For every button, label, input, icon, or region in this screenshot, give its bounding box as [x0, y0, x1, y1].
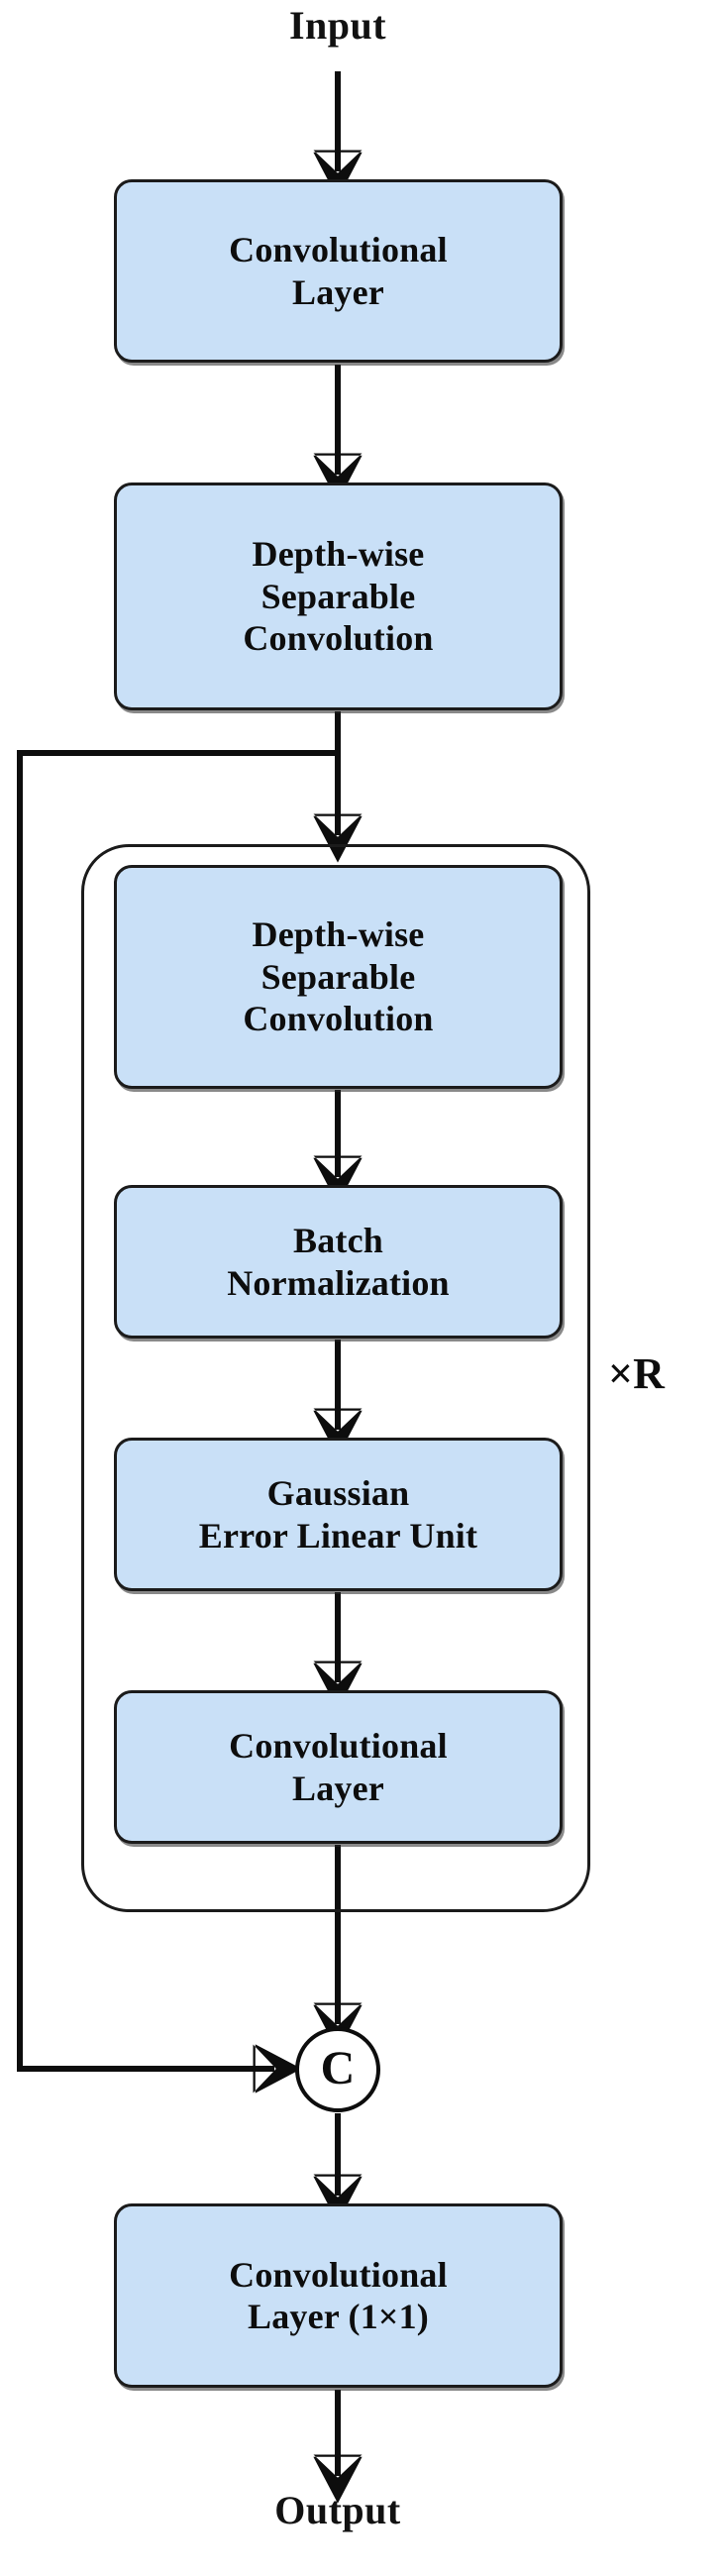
- node-depthwise-separable-convolution-stem[interactable]: Depth-wise Separable Convolution: [114, 483, 563, 710]
- output-label: Output: [274, 2488, 401, 2532]
- node-convolutional-layer-top[interactable]: Convolutional Layer: [114, 179, 563, 363]
- concatenation-symbol: C: [320, 2041, 356, 2094]
- node-gaussian-error-linear-unit[interactable]: Gaussian Error Linear Unit: [114, 1438, 563, 1591]
- node-convolutional-layer-1x1[interactable]: Convolutional Layer (1×1): [114, 2203, 563, 2388]
- repeat-count-label: ×R: [608, 1349, 665, 1398]
- node-convolutional-layer-1x1-label: Convolutional Layer (1×1): [229, 2254, 448, 2336]
- node-convolutional-layer-top-label: Convolutional Layer: [229, 230, 448, 312]
- node-batch-normalization-label: Batch Normalization: [227, 1221, 450, 1303]
- node-gaussian-error-linear-unit-label: Gaussian Error Linear Unit: [198, 1473, 478, 1556]
- node-depthwise-separable-convolution-stem-label: Depth-wise Separable Convolution: [243, 534, 434, 659]
- repeat-block-container: [81, 844, 590, 1912]
- node-depthwise-separable-convolution-block-label: Depth-wise Separable Convolution: [243, 914, 434, 1039]
- node-convolutional-layer-block[interactable]: Convolutional Layer: [114, 1690, 563, 1844]
- node-batch-normalization[interactable]: Batch Normalization: [114, 1185, 563, 1339]
- node-depthwise-separable-convolution-block[interactable]: Depth-wise Separable Convolution: [114, 865, 563, 1089]
- concatenation-node[interactable]: C: [295, 2027, 380, 2112]
- node-convolutional-layer-block-label: Convolutional Layer: [229, 1726, 448, 1808]
- input-label: Input: [288, 3, 387, 48]
